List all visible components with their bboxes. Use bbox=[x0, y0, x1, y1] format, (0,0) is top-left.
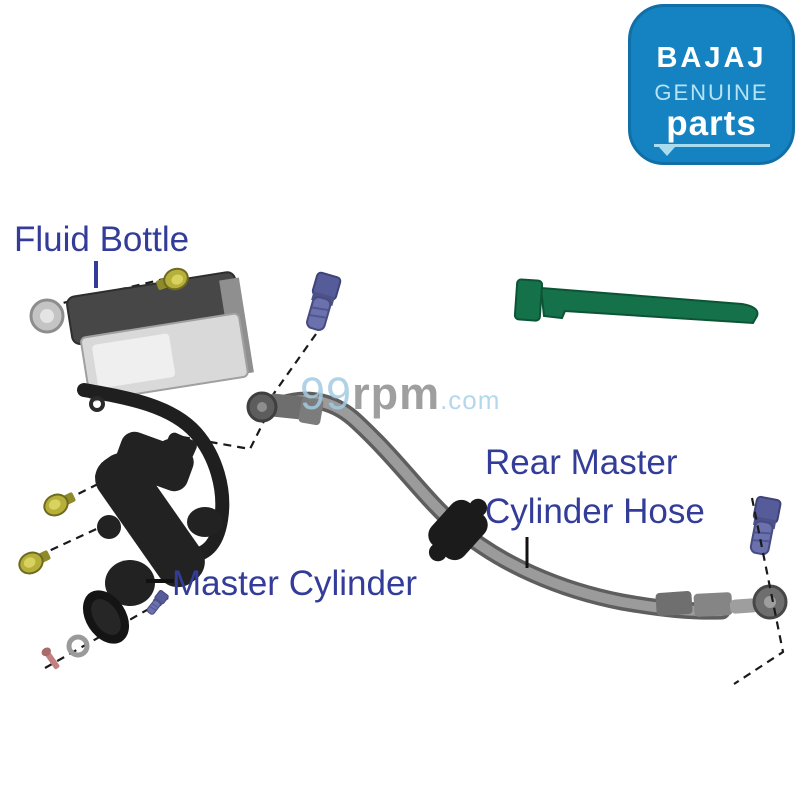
banjo-fitting-rear bbox=[655, 584, 788, 620]
master-cylinder-illustration bbox=[82, 431, 223, 644]
yellow-bolt-icon-2 bbox=[39, 486, 80, 521]
green-retainer-rod-illustration bbox=[513, 278, 759, 325]
brake-hose-illustration bbox=[246, 391, 788, 620]
watermark-name: rpm bbox=[352, 368, 441, 419]
fluid-bottle-illustration bbox=[29, 271, 254, 402]
logo-underline bbox=[653, 144, 770, 156]
master-cylinder-label: Master Cylinder bbox=[172, 564, 418, 603]
purple-banjo-bolt-icon-rear bbox=[745, 495, 783, 557]
hose-grommet bbox=[428, 498, 488, 562]
logo-genuine-text: GENUINE bbox=[654, 80, 769, 105]
bajaj-genuine-parts-logo: BAJAJ GENUINE parts bbox=[628, 4, 795, 165]
watermark: 99rpm.com bbox=[300, 368, 500, 420]
logo-arrow-icon bbox=[658, 147, 675, 156]
logo-parts-text: parts bbox=[666, 104, 757, 143]
cotter-pin-icon bbox=[41, 647, 60, 670]
watermark-tld: .com bbox=[440, 385, 501, 415]
rear-hose-label-line1: Rear Master bbox=[485, 443, 678, 482]
reservoir-hose-illustration bbox=[77, 383, 230, 563]
rear-hose-label: Rear Master Cylinder Hose bbox=[485, 438, 705, 536]
rear-hose-label-line2: Cylinder Hose bbox=[485, 492, 705, 531]
yellow-bolt-icon-3 bbox=[14, 544, 55, 579]
logo-brand-text: BAJAJ bbox=[656, 42, 767, 74]
purple-banjo-bolt-icon-front bbox=[301, 270, 343, 334]
watermark-number: 99 bbox=[300, 368, 353, 419]
hose-ring bbox=[89, 396, 105, 412]
fluid-bottle-label: Fluid Bottle bbox=[14, 220, 190, 259]
banjo-fitting-front bbox=[246, 391, 324, 426]
dashed-leader-rear bbox=[733, 497, 785, 685]
washer-icon bbox=[66, 634, 90, 658]
